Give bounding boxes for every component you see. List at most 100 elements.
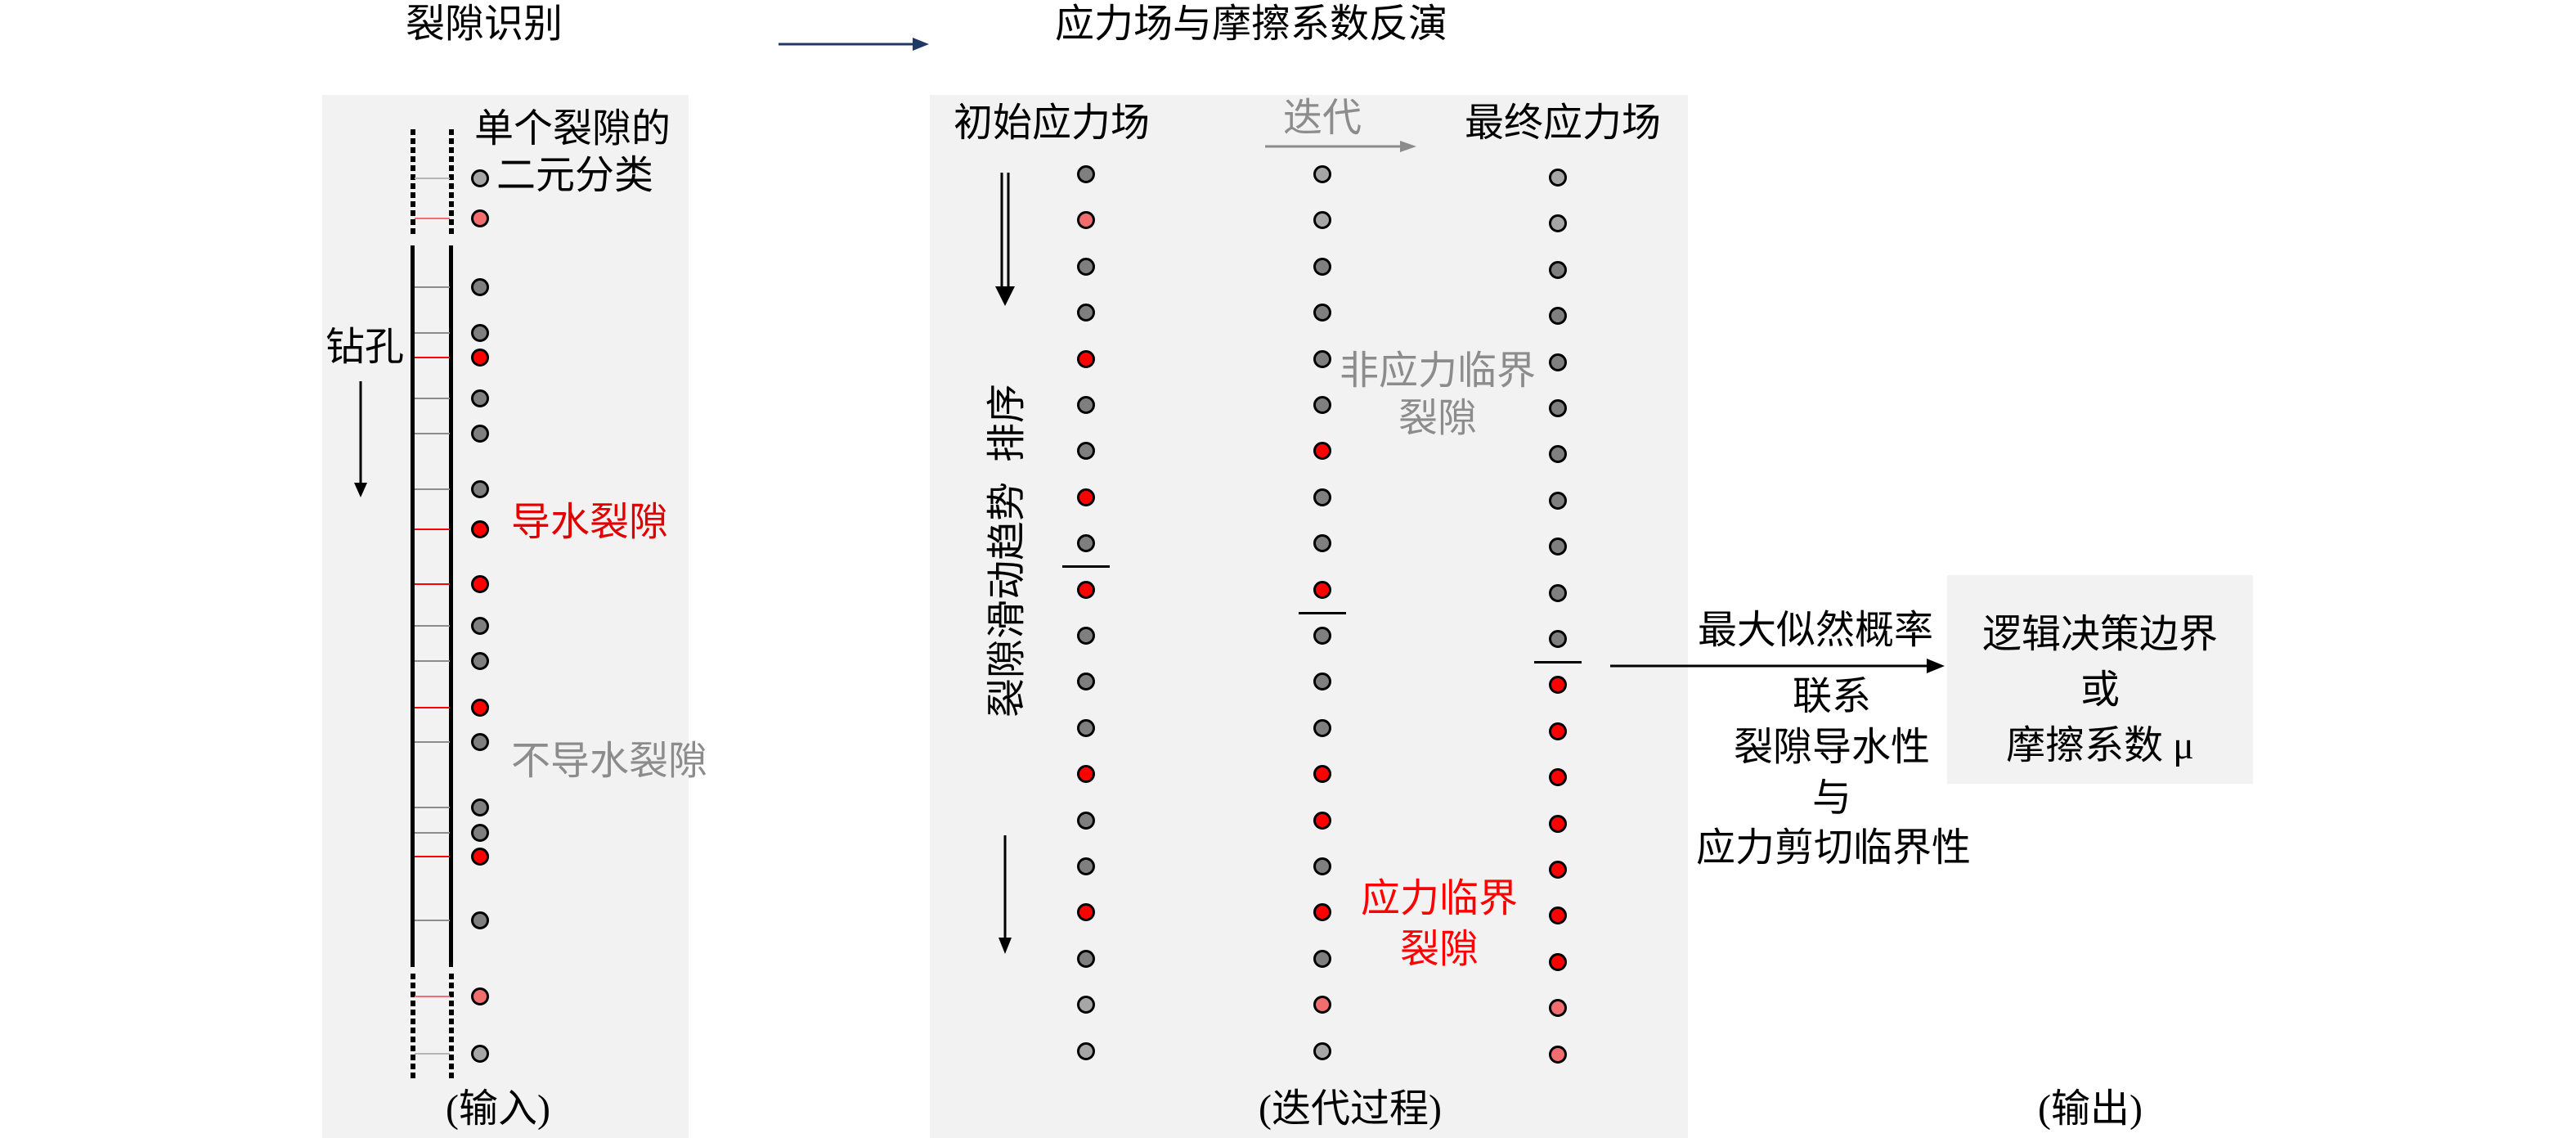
final-fracture-dot-gray <box>1549 583 1567 602</box>
intermediate-fracture-dot-light-gray <box>1313 1041 1331 1060</box>
final-stress-field-label: 最终应力场 <box>1464 101 1662 145</box>
fracture-dot-gray <box>471 652 489 670</box>
intermediate-fracture-dot-light-red <box>1313 996 1331 1014</box>
borehole-wall-dashed-top-right <box>449 129 454 236</box>
fracture-dot-red <box>471 520 489 538</box>
borehole-wall-dashed-bottom-left <box>411 974 415 1078</box>
link-line3: 裂隙导水性 <box>1733 726 1931 769</box>
fracture-dot-gray <box>471 278 489 296</box>
intermediate-fracture-dot-gray <box>1313 627 1331 645</box>
fracture-dot-gray <box>471 798 489 816</box>
initial-fracture-dot-red <box>1077 903 1095 922</box>
borehole-wall-dashed-bottom-right <box>449 974 454 1078</box>
intermediate-fracture-dot-gray <box>1313 534 1331 553</box>
intermediate-fracture-dot-gray <box>1313 949 1331 968</box>
link-line4: 与 <box>1811 776 1852 820</box>
fracture-trace-gray <box>415 741 450 743</box>
intermediate-fracture-dot-red <box>1313 811 1331 830</box>
intermediate-fracture-dot-gray <box>1313 488 1331 506</box>
iterate-arrow <box>1265 141 1416 152</box>
final-fracture-dot-gray <box>1549 307 1567 326</box>
sort-label: 裂隙滑动趋势 排序 <box>985 383 1029 718</box>
fracture-trace-gray <box>415 920 450 921</box>
fracture-dot-red <box>471 575 489 593</box>
fracture-trace-red <box>415 707 450 708</box>
fracture-dot-light-gray <box>471 1045 489 1063</box>
initial-fracture-dot-gray <box>1077 949 1095 968</box>
fracture-dot-gray <box>471 617 489 635</box>
final-fracture-dot-red <box>1549 722 1567 740</box>
fracture-trace-light-gray <box>415 1053 450 1055</box>
borehole-wall-left <box>411 245 415 967</box>
intermediate-critical-divider <box>1299 611 1346 614</box>
fracture-dot-gray <box>471 824 489 842</box>
fracture-trace-gray <box>415 332 450 334</box>
output-arrow <box>1610 659 1945 673</box>
intermediate-fracture-dot-light-gray <box>1313 165 1331 183</box>
final-critical-divider <box>1534 661 1582 664</box>
iterate-label: 迭代 <box>1282 97 1362 140</box>
link-line1: 最大似然概率 <box>1697 609 1934 652</box>
final-fracture-dot-light-red <box>1549 1045 1567 1064</box>
fracture-trace-gray <box>415 807 450 808</box>
initial-stress-field-label: 初始应力场 <box>953 101 1151 145</box>
borehole-wall-dashed-top-left <box>411 129 415 236</box>
fracture-trace-gray <box>415 625 450 627</box>
initial-fracture-dot-gray <box>1077 257 1095 276</box>
initial-fracture-dot-gray <box>1077 672 1095 691</box>
non-critical-label-line1: 非应力临界 <box>1339 349 1537 393</box>
intermediate-fracture-dot-red <box>1313 580 1331 599</box>
initial-fracture-dot-red <box>1077 580 1095 599</box>
intermediate-fracture-dot-gray <box>1313 349 1331 368</box>
fracture-dot-red <box>471 699 489 717</box>
output-box <box>1947 575 2253 784</box>
final-fracture-dot-gray <box>1549 630 1567 648</box>
sort-double-arrow <box>995 173 1015 306</box>
initial-fracture-dot-light-red <box>1077 211 1095 230</box>
header-arrow <box>779 38 929 51</box>
fracture-trace-red <box>415 856 450 857</box>
fracture-trace-light-red <box>415 218 450 219</box>
header-fracture-identification: 裂隙识别 <box>405 2 563 46</box>
borehole-wall-right <box>449 245 453 967</box>
fracture-dot-light-red <box>471 209 489 227</box>
final-fracture-dot-red <box>1549 814 1567 833</box>
intermediate-fracture-dot-red <box>1313 903 1331 922</box>
final-fracture-dot-gray <box>1549 399 1567 417</box>
link-line2: 联系 <box>1792 675 1872 718</box>
fracture-dot-gray <box>471 324 489 342</box>
final-fracture-dot-gray <box>1549 353 1567 371</box>
link-line5: 应力剪切临界性 <box>1695 826 1972 870</box>
final-fracture-dot-gray <box>1549 260 1567 279</box>
intermediate-fracture-dot-red <box>1313 442 1331 461</box>
fracture-trace-gray <box>415 488 450 490</box>
intermediate-fracture-dot-gray <box>1313 672 1331 691</box>
initial-fracture-dot-gray <box>1077 396 1095 414</box>
final-fracture-dot-gray <box>1549 445 1567 464</box>
fracture-dot-light-red <box>471 987 489 1005</box>
classification-label-line2: 二元分类 <box>496 154 654 197</box>
fracture-trace-light-gray <box>415 178 450 179</box>
fracture-dot-gray <box>471 480 489 498</box>
final-fracture-dot-red <box>1549 952 1567 971</box>
output-line2: 或 <box>2080 668 2120 712</box>
intermediate-fracture-dot-gray <box>1313 257 1331 276</box>
borehole-label: 钻孔 <box>325 326 405 369</box>
initial-fracture-dot-gray <box>1077 534 1095 553</box>
initial-fracture-dot-gray <box>1077 304 1095 322</box>
initial-fracture-dot-light-gray <box>1077 1041 1095 1060</box>
final-fracture-dot-light-gray <box>1549 169 1567 187</box>
initial-critical-divider <box>1062 565 1110 569</box>
intermediate-fracture-dot-red <box>1313 765 1331 784</box>
output-caption: (输出) <box>2038 1087 2143 1131</box>
fracture-trace-red <box>415 529 450 530</box>
initial-fracture-dot-gray <box>1077 718 1095 737</box>
intermediate-fracture-dot-gray <box>1313 857 1331 875</box>
fracture-dot-light-gray <box>471 169 489 187</box>
sort-arrow-lower <box>999 835 1012 954</box>
fracture-trace-gray <box>415 433 450 434</box>
intermediate-fracture-dot-light-gray <box>1313 211 1331 230</box>
input-caption: (输入) <box>446 1087 550 1131</box>
